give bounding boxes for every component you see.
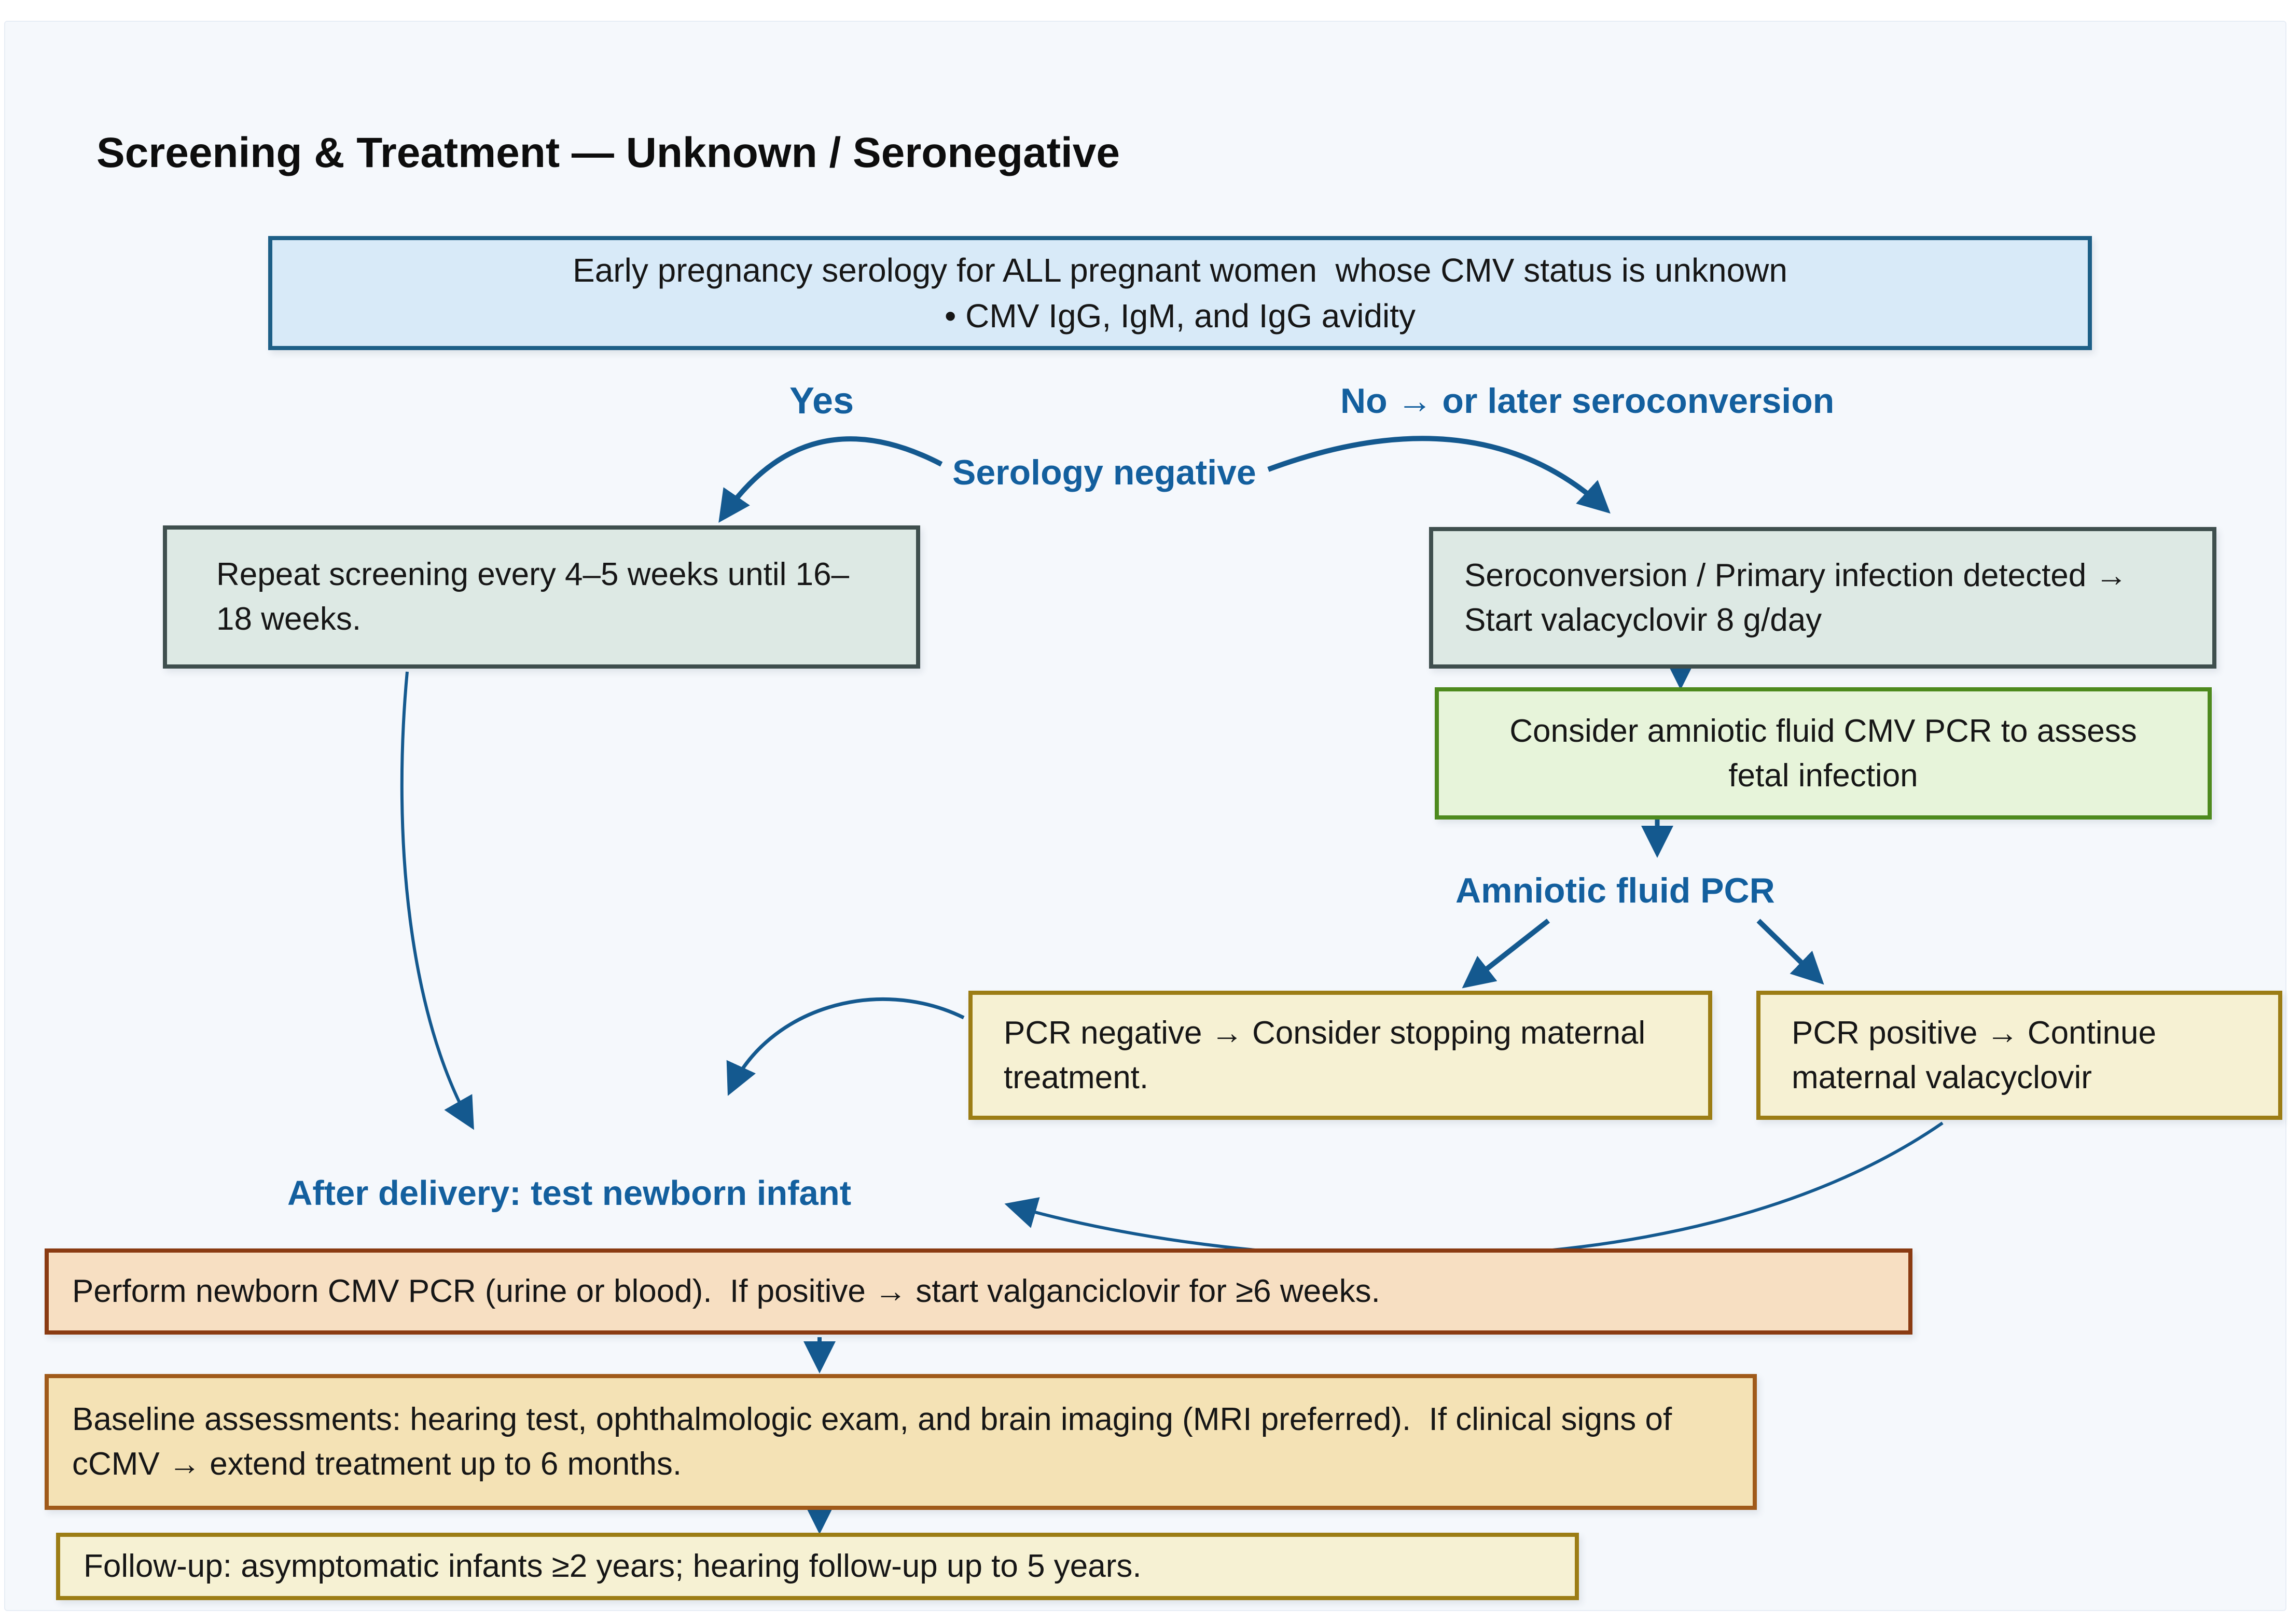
node-followup: Follow-up: asymptomatic infants ≥2 years… (56, 1533, 1579, 1600)
node-amniotic-fluid-pcr-consider: Consider amniotic fluid CMV PCR to asses… (1435, 687, 2212, 820)
node-pcr-positive: PCR positive → Continue maternal valacyc… (1756, 991, 2282, 1120)
page-title: Screening & Treatment — Unknown / Serone… (96, 129, 1120, 176)
node-newborn-text: Perform newborn CMV PCR (urine or blood)… (72, 1273, 1380, 1310)
branch-label-after-delivery: After delivery: test newborn infant (287, 1174, 852, 1213)
branch-label-no-seroconversion: No → or later seroconversion (1340, 381, 1835, 421)
node-pcr-negative: PCR negative → Consider stopping materna… (968, 991, 1712, 1120)
node-pcr-negative-text: PCR negative → Consider stopping materna… (1004, 1015, 1655, 1095)
node-seroconversion-text: Seroconversion / Primary infection detec… (1464, 557, 2137, 638)
node-seroconversion-valacyclovir: Seroconversion / Primary infection detec… (1429, 527, 2216, 669)
node-early-serology: Early pregnancy serology for ALL pregnan… (268, 236, 2092, 350)
node-repeat-screening-text: Repeat screening every 4–5 weeks until 1… (216, 557, 850, 637)
branch-label-amniotic-fluid-pcr: Amniotic fluid PCR (1455, 871, 1775, 910)
node-baseline-assessments: Baseline assessments: hearing test, opht… (45, 1374, 1757, 1510)
branch-label-yes: Yes (789, 380, 854, 422)
node-baseline-text: Baseline assessments: hearing test, opht… (72, 1401, 1681, 1482)
node-early-serology-line1: Early pregnancy serology for ALL pregnan… (573, 251, 1787, 289)
node-amniotic-consider-text: Consider amniotic fluid CMV PCR to asses… (1509, 713, 2146, 794)
node-early-serology-line2: • CMV IgG, IgM, and IgG avidity (944, 297, 1416, 335)
node-pcr-positive-text: PCR positive → Continue maternal valacyc… (1792, 1015, 2166, 1095)
node-newborn-cmv-pcr: Perform newborn CMV PCR (urine or blood)… (45, 1248, 1912, 1335)
node-repeat-screening: Repeat screening every 4–5 weeks until 1… (163, 525, 920, 669)
node-followup-text: Follow-up: asymptomatic infants ≥2 years… (84, 1548, 1142, 1585)
branch-label-serology-negative: Serology negative (952, 453, 1256, 492)
